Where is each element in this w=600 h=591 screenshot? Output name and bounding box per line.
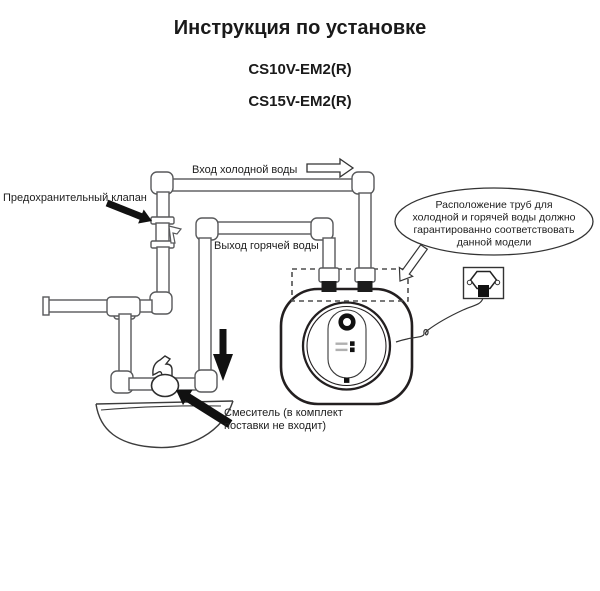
indicator-led-1 <box>350 341 355 346</box>
elbow-fitting <box>149 291 173 315</box>
sink-rim <box>95 400 234 405</box>
model-number-1: CS10V-EM2(R) <box>248 61 352 78</box>
callout-tail-arrow-icon <box>398 243 429 282</box>
page-title: Инструкция по установке <box>173 17 427 39</box>
cold-inlet-pipe-horizontal <box>170 178 357 192</box>
temperature-knob-icon <box>338 313 356 331</box>
left-riser-lower <box>156 246 170 297</box>
hot-riser-to-heater <box>322 237 336 271</box>
water-heater <box>279 287 414 406</box>
down-flow-arrow-icon <box>213 354 233 381</box>
cold-inlet-flow-arrow-icon <box>306 157 355 179</box>
mixer-spout <box>152 355 173 378</box>
safety-valve-lever <box>168 225 183 244</box>
callout-text-line3: гарантированно соответствовать <box>414 224 575 236</box>
pipework <box>42 171 376 394</box>
heater-bottom-mark <box>344 377 350 383</box>
bracket-pointer-line <box>395 297 484 343</box>
elbow-fitting <box>194 369 218 393</box>
cold-riser-to-heater <box>358 192 372 271</box>
bracket-screw-hole-left <box>466 279 473 286</box>
pipe-nut-cold <box>357 281 373 292</box>
callout-bubble: Расположение труб для холодной и горячей… <box>394 187 594 282</box>
connection-area-dashed-box <box>291 268 409 302</box>
down-flow-arrow-shaft <box>219 329 227 355</box>
left-riser-upper <box>156 191 170 219</box>
mounting-bracket <box>395 266 505 343</box>
pipe-flange <box>318 267 340 283</box>
callout-text-line2: холодной и горячей воды должно <box>412 212 575 224</box>
sink-bowl <box>95 400 234 449</box>
hot-downpipe <box>198 237 212 374</box>
model-number-2: CS15V-EM2(R) <box>248 93 352 110</box>
cold-downpipe <box>118 313 132 375</box>
safety-valve-body <box>155 222 170 243</box>
indicator-led-2 <box>350 347 355 353</box>
pipe-nut-hot <box>321 281 337 292</box>
mixer-label-line1: Смеситель (в комплект <box>224 407 343 419</box>
pointer-arrows <box>105 199 233 428</box>
elbow-fitting <box>310 217 334 241</box>
bracket-screw-hole-right <box>494 279 501 286</box>
callout-text-line1: Расположение труб для <box>435 199 552 211</box>
safety-valve-label: Предохранительный клапан <box>3 192 147 204</box>
tee-fitting <box>106 296 141 317</box>
elbow-fitting <box>351 171 375 195</box>
hot-outlet-pipe-horizontal <box>214 221 316 235</box>
left-branch-pipe <box>47 299 111 313</box>
heater-front-cover-inner-ring <box>306 305 387 387</box>
indicator-label-2 <box>335 348 348 352</box>
mixer-arrow-icon <box>176 389 233 428</box>
cold-inlet-label: Вход холодной воды <box>192 164 297 176</box>
elbow-fitting <box>150 171 174 195</box>
pipe-end-cap <box>42 296 50 316</box>
safety-valve-arrow-icon <box>105 199 152 224</box>
elbow-fitting <box>195 217 219 241</box>
indicator-label-1 <box>335 342 348 345</box>
bracket-hook <box>478 285 489 297</box>
callout-text-line4: данной модели <box>457 237 532 249</box>
mixer-body <box>150 373 180 398</box>
mixer-label-line2: поставки не входит) <box>224 420 326 432</box>
pipe-flange <box>354 267 376 283</box>
mixer-tap <box>150 355 180 398</box>
callout-ellipse <box>394 187 594 256</box>
hot-outlet-label: Выход горячей воды <box>214 240 319 252</box>
